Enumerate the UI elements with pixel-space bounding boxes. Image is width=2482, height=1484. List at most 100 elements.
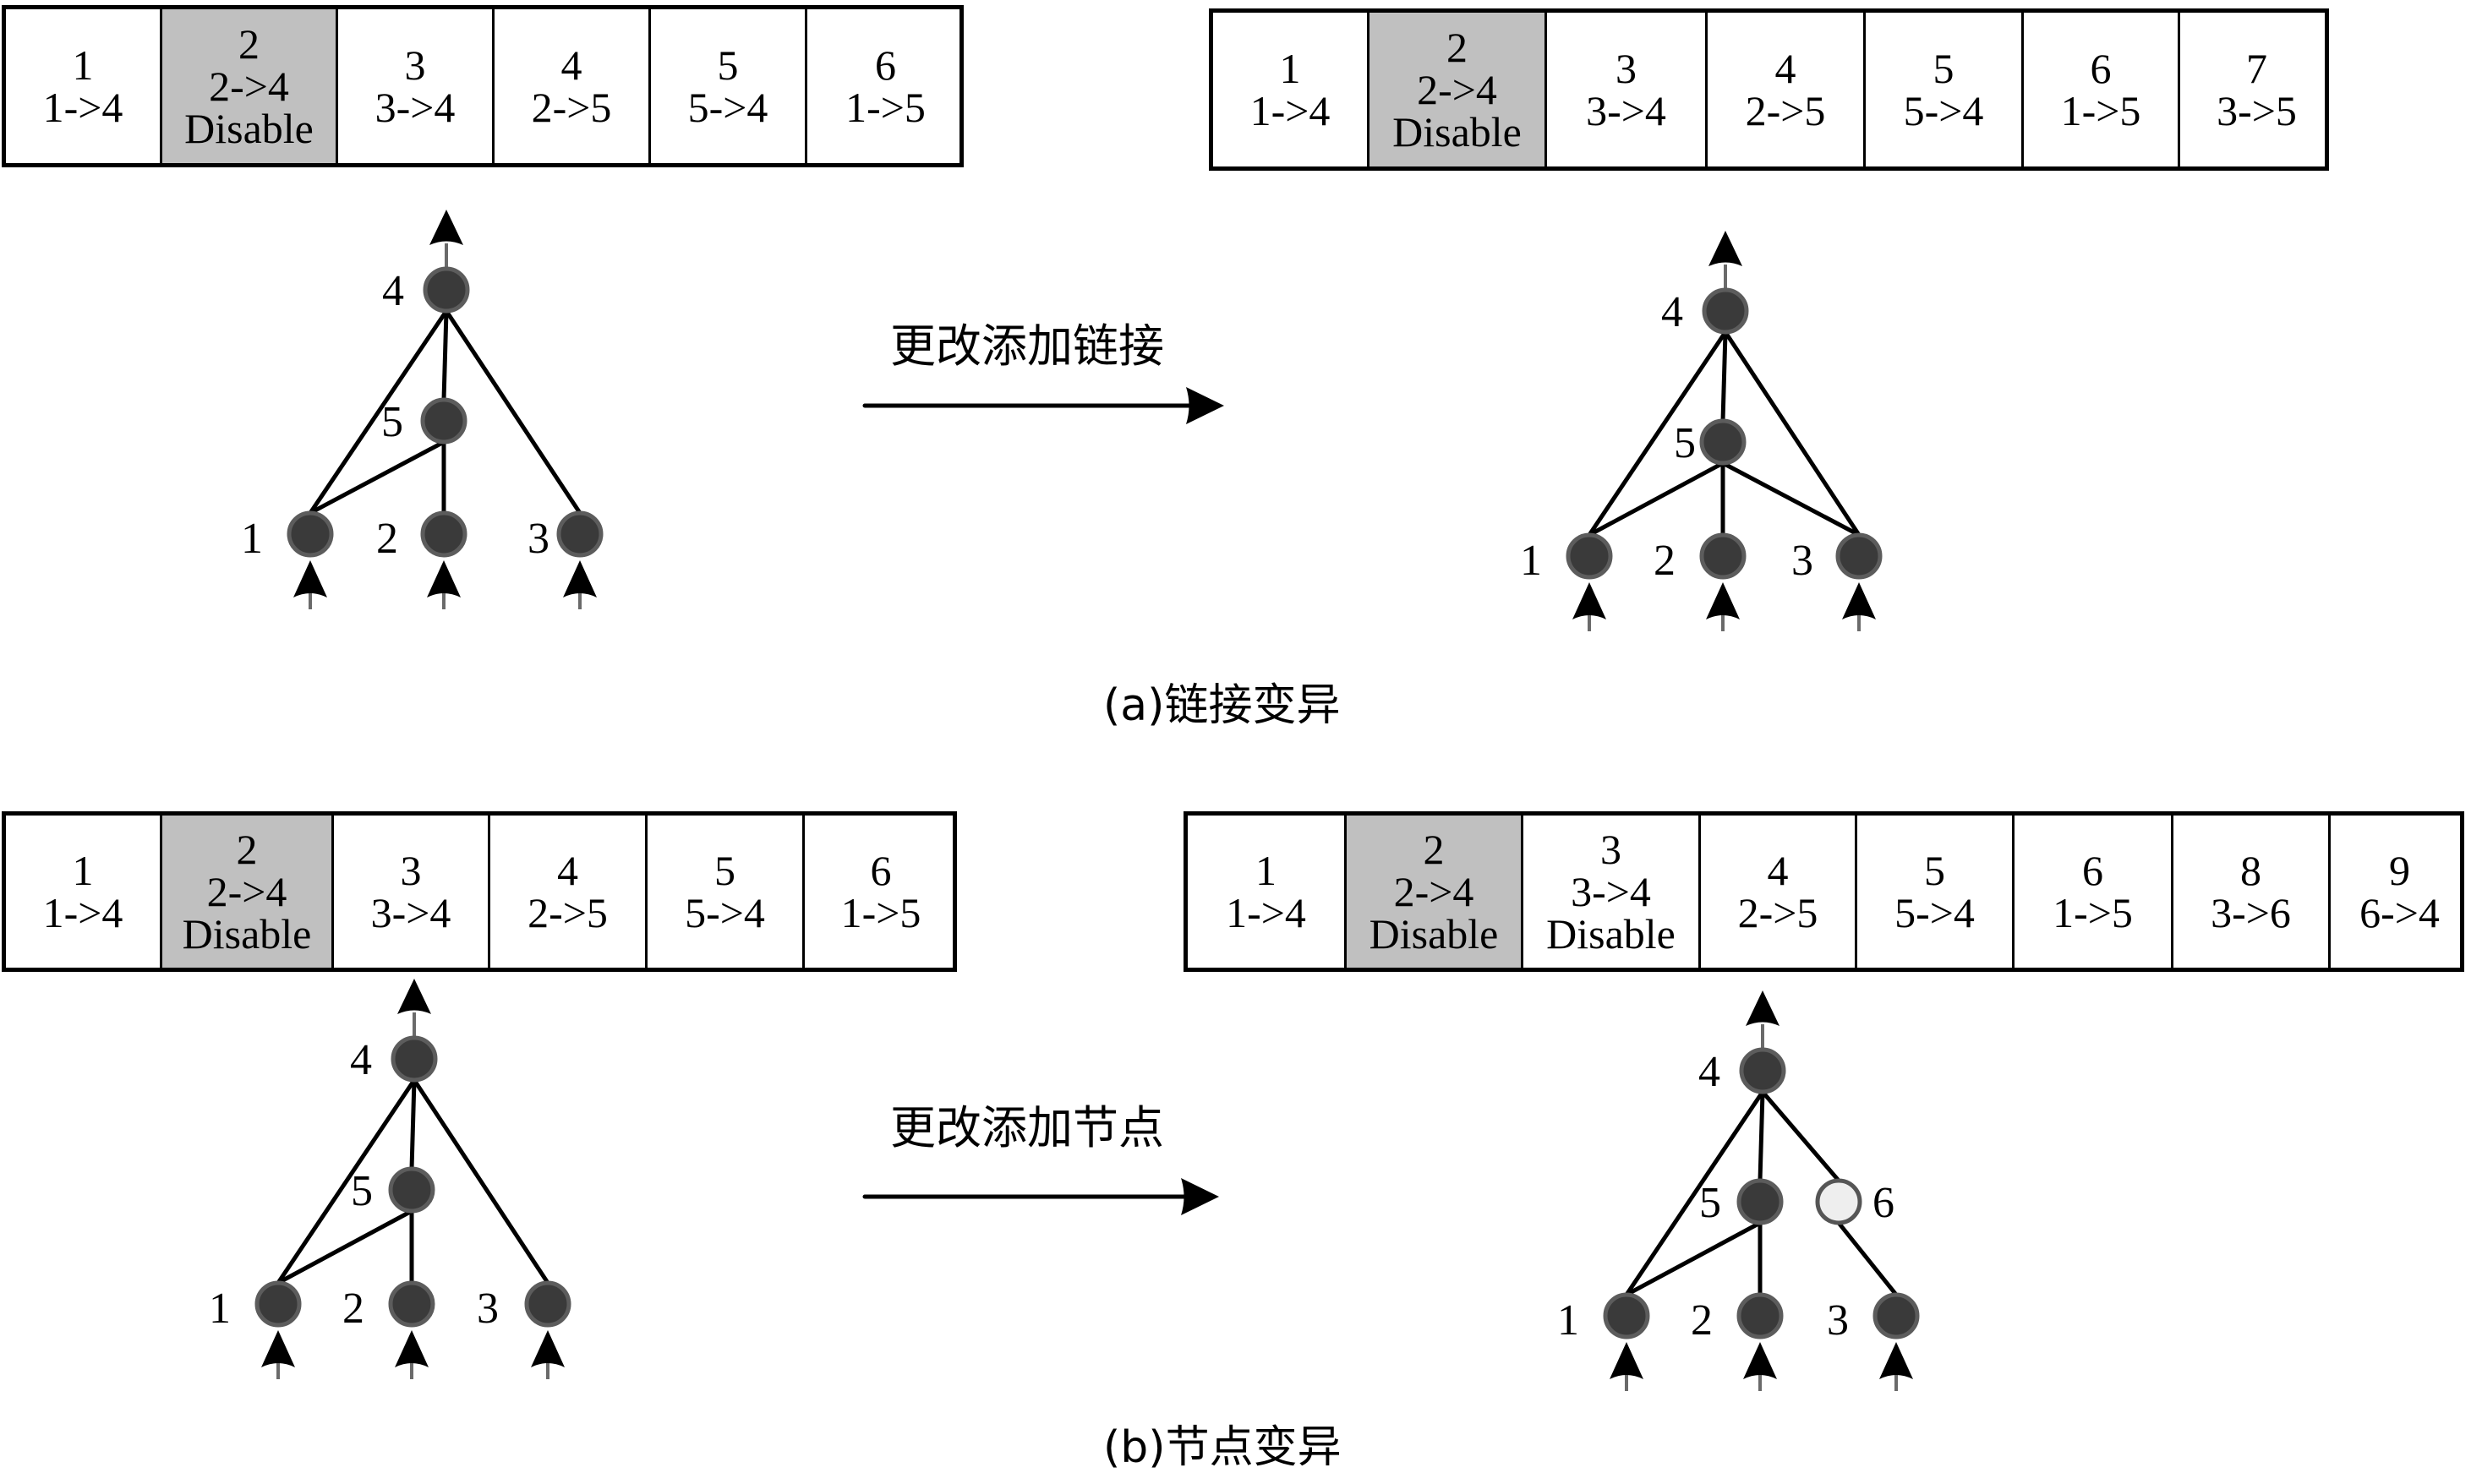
node-label-4: 4	[382, 267, 404, 315]
gene-connection: 1->5	[845, 84, 926, 131]
node-3	[1872, 1292, 1920, 1339]
gene-innovation-number: 1	[1255, 847, 1277, 894]
caption-link-mutation: (a)链接变异	[1103, 680, 1341, 731]
gene-connection: 2->4	[1393, 868, 1474, 915]
gene-innovation-number: 5	[1933, 45, 1954, 92]
node-5	[388, 1166, 435, 1214]
connection-1-4	[276, 1078, 417, 1285]
gene-innovation-number: 1	[72, 847, 94, 894]
gene-innovation-number: 3	[1615, 45, 1637, 92]
gene-connection: 2->5	[1737, 889, 1818, 936]
output-arrow-icon	[429, 210, 463, 267]
gene-innovation-number: 2	[238, 20, 260, 68]
gene-innovation-number: 5	[1924, 847, 1945, 894]
node-4	[1739, 1047, 1786, 1094]
node-2	[1699, 532, 1747, 580]
gene-connection: 2->4	[1417, 66, 1497, 113]
input-arrow-icon	[1879, 1342, 1913, 1391]
gene-connection: 2->5	[531, 84, 612, 131]
connection-1-5	[276, 1208, 413, 1285]
gene-connection: 5->4	[685, 889, 765, 936]
gene-status: Disable	[182, 910, 312, 958]
input-arrow-icon	[1706, 582, 1740, 631]
connection-3-6	[1837, 1221, 1898, 1296]
gene-connection: 1->5	[2060, 87, 2141, 134]
connection-1-4	[308, 309, 449, 515]
node-4	[1702, 287, 1749, 335]
connection-3-5	[1721, 461, 1861, 537]
output-arrow-icon	[1746, 990, 1779, 1048]
connection-5-4	[441, 310, 449, 401]
input-arrow-icon	[563, 560, 597, 609]
gene-innovation-number: 8	[2240, 847, 2261, 894]
node-label-2: 2	[1691, 1296, 1713, 1345]
node-4	[423, 266, 470, 314]
gene-innovation-number: 5	[717, 41, 739, 89]
input-arrow-icon	[1572, 582, 1606, 631]
connection-1-4	[1587, 330, 1728, 537]
input-arrow-icon	[293, 560, 327, 609]
gene-innovation-number: 9	[2389, 847, 2410, 894]
gene-connection: 2->5	[528, 889, 608, 936]
connection-1-5	[309, 439, 446, 516]
node-3	[524, 1280, 571, 1328]
node-label-1: 1	[1557, 1296, 1579, 1345]
gene-innovation-number: 3	[404, 41, 426, 89]
node-label-2: 2	[1654, 537, 1676, 585]
node-2	[420, 510, 467, 558]
node-3	[1835, 532, 1883, 580]
gene-innovation-number: 2	[236, 826, 258, 873]
input-arrow-icon	[395, 1330, 429, 1379]
connection-3-4	[444, 309, 582, 515]
node-label-5: 5	[351, 1167, 373, 1215]
node-label-5: 5	[1699, 1179, 1721, 1227]
gene-connection: 1->4	[1226, 889, 1306, 936]
transition-label-add-node: 更改添加节点	[890, 1101, 1164, 1154]
gene-innovation-number: 4	[1774, 45, 1796, 92]
gene-connection: 3->4	[1586, 87, 1666, 134]
gene-innovation-number: 6	[870, 847, 892, 894]
node-1	[287, 510, 334, 558]
gene-status: Disable	[1369, 910, 1499, 958]
node-label-4: 4	[1661, 288, 1683, 336]
gene-connection: 2->5	[1745, 87, 1826, 134]
node-label-2: 2	[376, 515, 398, 563]
output-arrow-icon	[397, 979, 431, 1036]
connection-1-5	[1588, 461, 1725, 537]
node-1	[1566, 532, 1613, 580]
gene-innovation-number: 4	[560, 41, 582, 89]
node-label-4: 4	[1698, 1048, 1720, 1096]
connection-5-4	[409, 1079, 417, 1170]
gene-connection: 3->5	[2217, 87, 2297, 134]
node-label-1: 1	[241, 515, 263, 563]
input-arrow-icon	[427, 560, 461, 609]
gene-connection: 1->4	[42, 84, 123, 131]
transition-arrow-add-node	[862, 1178, 1219, 1215]
node-2	[388, 1280, 435, 1328]
connection-1-5	[1625, 1220, 1762, 1297]
node-label-5: 5	[381, 398, 403, 446]
gene-connection: 1->5	[840, 889, 921, 936]
gene-status: Disable	[1546, 910, 1676, 958]
connection-3-4	[1723, 330, 1862, 537]
gene-connection: 3->6	[2211, 889, 2291, 936]
transition-label-add-link: 更改添加链接	[890, 319, 1164, 373]
